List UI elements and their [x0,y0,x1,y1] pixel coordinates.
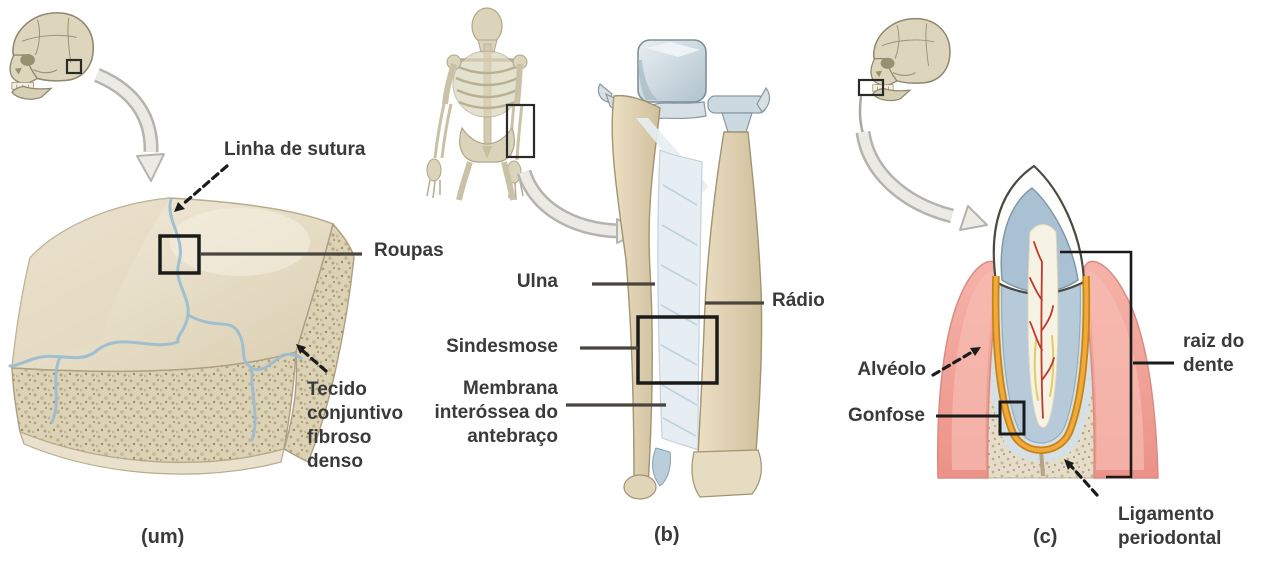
root-canal-stem [1039,449,1045,477]
label-gonfose: Gonfose [847,405,925,426]
detail-box-sindesmose [636,315,719,385]
ulna-bone [611,94,661,487]
label-ulna: Ulna [516,271,558,292]
suture-line [8,197,303,442]
skeleton-icon [426,7,528,201]
suture-bone-slab [8,197,355,475]
skull-icon-a [9,12,95,100]
detail-box-gonfose [998,400,1026,436]
label-linha-de-sutura: Linha de sutura [224,139,366,160]
skull-c-detail-square [857,78,885,97]
radius-head [707,86,771,133]
label-roupas: Roupas [374,240,444,261]
radius-bone [697,131,763,456]
root-bracket [1060,250,1133,479]
humerus-cube [637,39,707,103]
dashed-arrow-tecido [296,344,328,373]
panel-b-caption: (b) [654,524,680,546]
panel-a-caption: (um) [141,526,185,548]
label-radio: Rádio [772,290,825,311]
detail-box-skeleton-forearm [505,103,536,159]
label-membrana-interossea: Membrana interóssea do antebraço [434,378,558,447]
dashed-arrow-ligamento [1064,459,1099,497]
skull-a-detail-square [65,58,83,75]
label-ligamento-periodontal: Ligamento periodontal [1118,504,1222,549]
zoom-arrow-a [93,68,165,182]
dashed-arrow-alveolo [931,347,981,377]
label-sindesmose: Sindesmose [446,336,558,357]
label-alveolo: Alvéolo [857,359,926,380]
zoom-arrow-c [855,95,988,231]
dashed-arrow-linha-de-sutura [174,164,229,212]
panel-c-caption: (c) [1033,526,1058,548]
skull-icon-c [857,17,951,102]
label-tecido-conjuntivo: Tecido conjuntivo fibroso denso [307,379,404,472]
label-raiz-do-dente: raiz do dente [1183,331,1245,376]
pulp-vessels [1029,241,1055,419]
forearm-bones-illustration [597,39,771,500]
detail-box-suture [158,234,201,275]
